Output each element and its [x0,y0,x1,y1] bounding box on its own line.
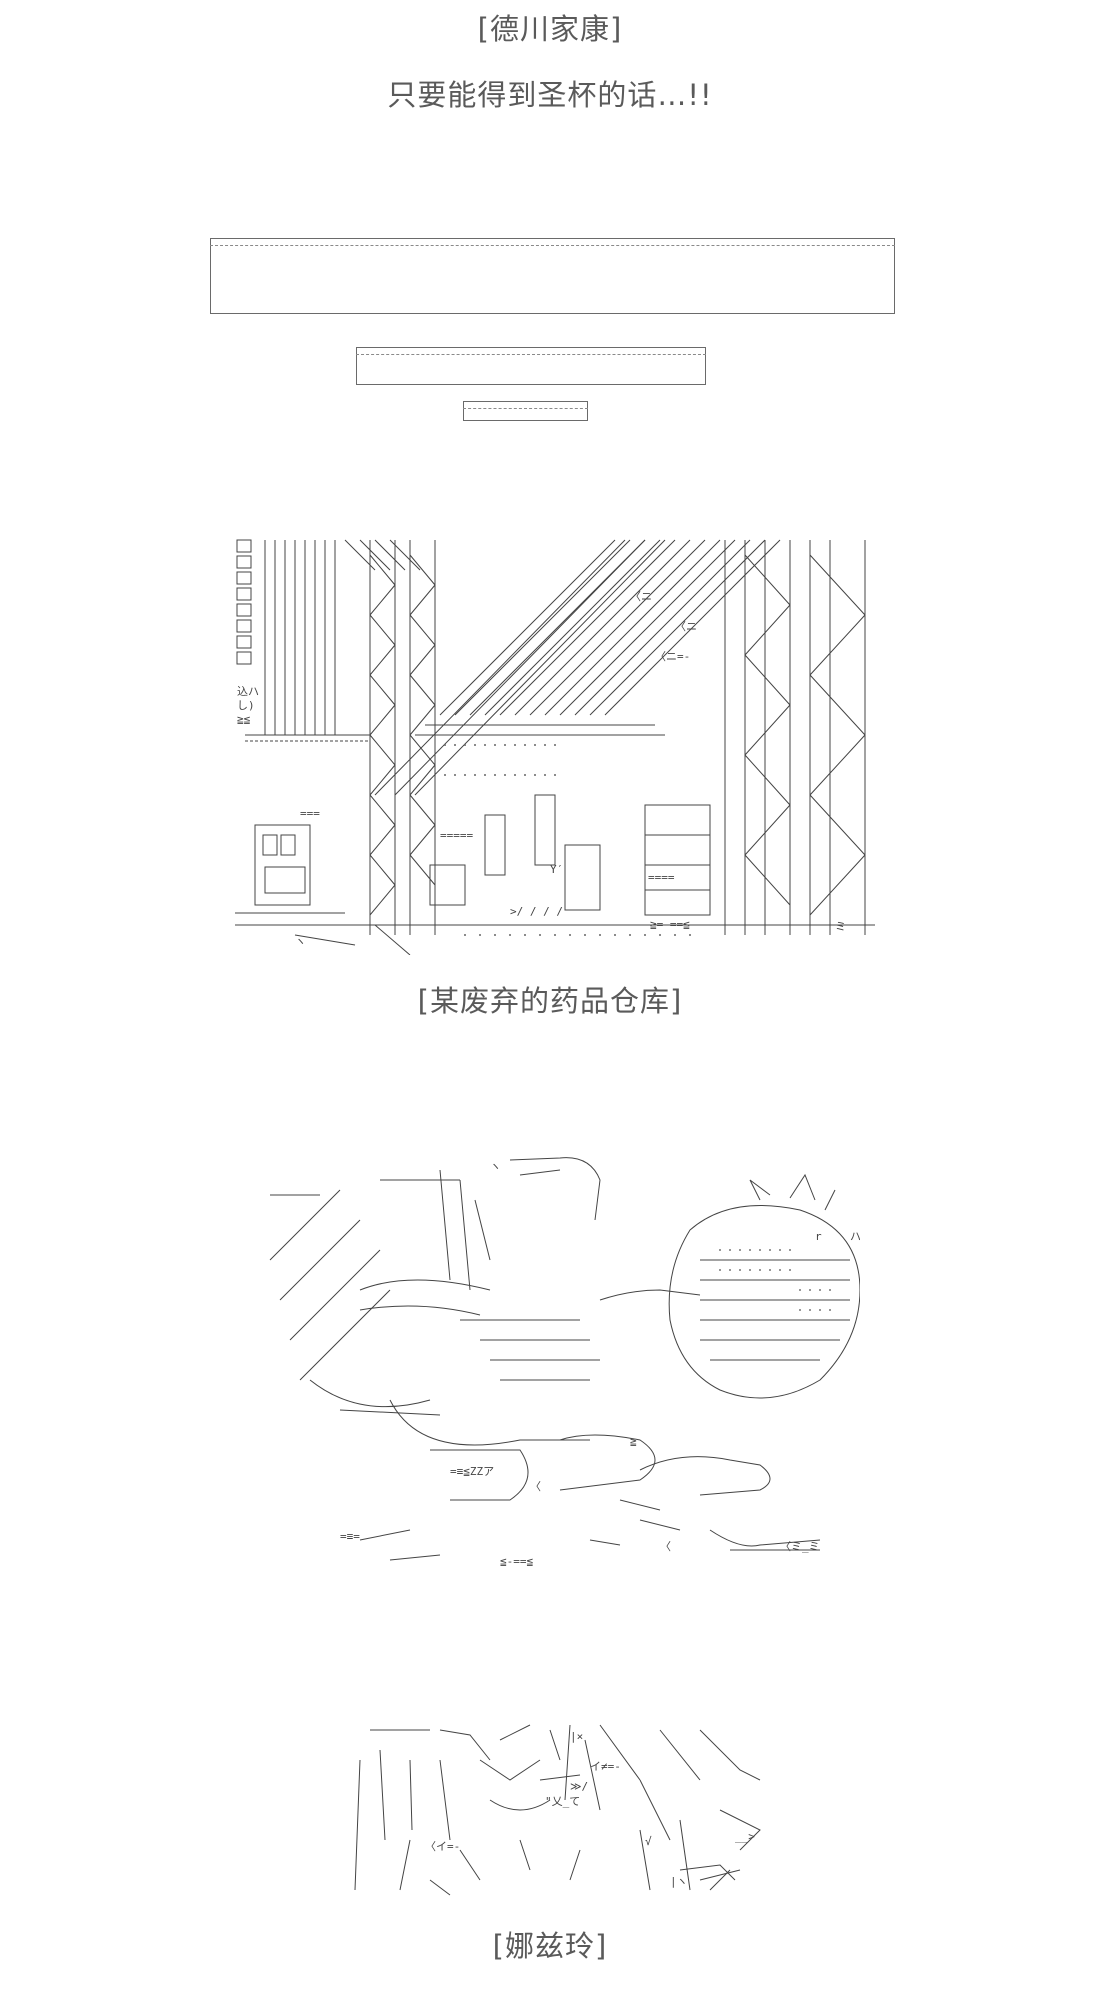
sleeper-glyph-2: =≡≦ZZア [450,1465,494,1478]
warehouse-glyph-2: ≧≦ [237,713,251,726]
character-glyph-7: |ヽ [670,1875,688,1888]
character-caption-nazrin: [娜兹玲] [492,1929,608,1963]
sleeper-glyph-5: ≧ [630,1435,637,1448]
warehouse-illustration: 込ハ し) ≧≦ === 〈ニ 〈ニ=- Y′ 〈ニ >/ / / / ≧=-=… [235,535,875,955]
warehouse-glyph-7: 〈ニ [630,590,652,603]
text-box-large [210,238,895,314]
character-caption-ieyasu: [德川家康] [477,12,623,46]
warehouse-glyph-13: ミ [835,920,846,933]
sleeper-glyph-7: 〈 [660,1540,671,1553]
warehouse-glyph-6: Y′ [550,863,563,876]
character-glyph-3: "乂_て [545,1795,580,1808]
sleeping-character-illustration: r ハ =≡≦ZZア =≡= 〈 ≧ ≦-==≦ 〈 ヽ 〈ミ_ミ [260,1140,860,1580]
text-box-medium [356,347,706,385]
sleeper-glyph-9: 〈ミ_ミ [780,1540,820,1553]
character-glyph-4: 〈イ=- [425,1840,460,1853]
warehouse-glyph-12: ===== [440,829,473,842]
sleeper-glyph-3: =≡= [340,1530,360,1543]
sleeper-glyph-6: ≦-==≦ [500,1555,533,1568]
warehouse-glyph-11: ==== [648,871,675,884]
warehouse-glyph-0: 込ハ [237,685,259,698]
warehouse-glyph-4: 〈ニ [675,620,697,633]
sleeper-glyph-0: r [815,1230,822,1243]
sleeper-glyph-1: ハ [850,1230,860,1243]
sleeper-glyph-4: 〈 [530,1480,541,1493]
warehouse-glyph-1: し) [237,699,255,712]
warehouse-glyph-3: === [300,807,320,820]
text-box-small [463,401,588,421]
sleeper-glyph-8: ヽ [490,1160,501,1173]
location-caption: [某废弃的药品仓库] [417,984,683,1018]
character-glyph-0: |× [570,1730,583,1743]
character-glyph-1: イ≠=- [590,1760,621,1773]
character-glyph-6: __> [735,1830,755,1843]
warehouse-glyph-10: ヽ [295,935,306,948]
nazrin-illustration: |× イ≠=- ≫/ "乂_て 〈イ=- √ __> |ヽ [340,1720,780,1900]
character-glyph-2: ≫/ [570,1780,588,1793]
warehouse-glyph-8: >/ / / / [510,905,563,918]
character-glyph-5: √ [645,1835,652,1848]
warehouse-glyph-5: 〈ニ=- [655,650,690,663]
dialogue-line: 只要能得到圣杯的话…!! [387,78,713,112]
warehouse-glyph-9: ≧=-==≦ [650,918,690,931]
